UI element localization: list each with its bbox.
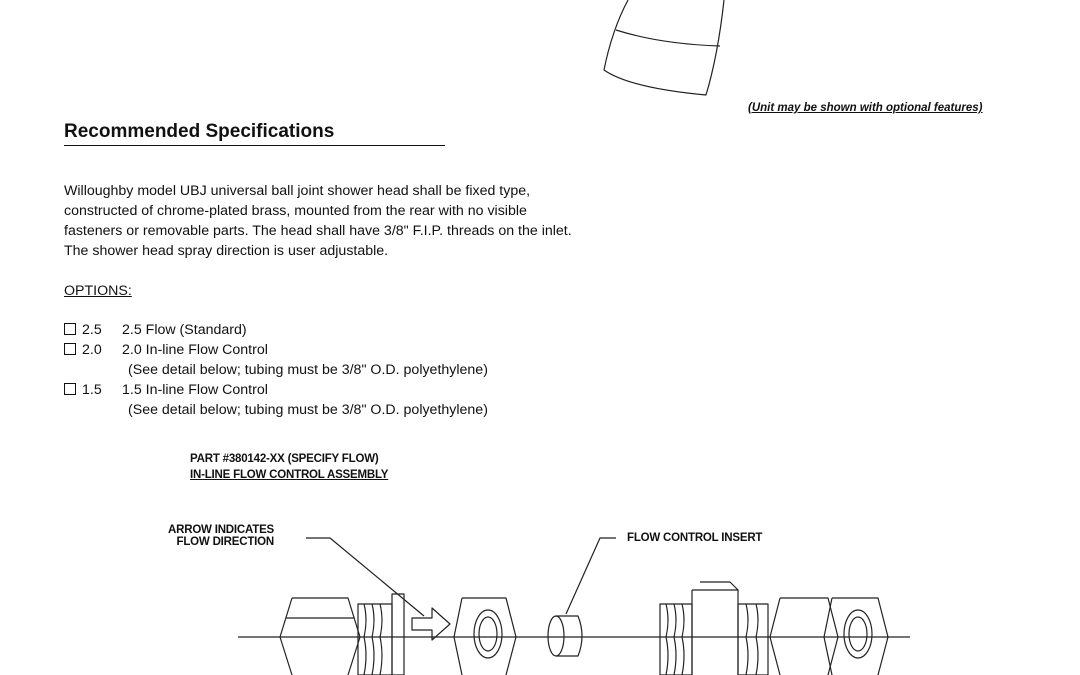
paragraph-line: fasteners or removable parts. The head s… (64, 223, 572, 239)
option-label: 2.0 In-line Flow Control (122, 342, 268, 358)
arrow-direction-label: ARROW INDICATES FLOW DIRECTION (168, 524, 274, 548)
option-code: 2.5 (82, 322, 102, 338)
option-item-2-5[interactable]: 2.5 2.5 Flow (Standard) (64, 320, 488, 340)
options-list: 2.5 2.5 Flow (Standard) 2.0 2.0 In-line Fl… (64, 320, 488, 420)
paragraph-line: constructed of chrome-plated brass, moun… (64, 203, 527, 219)
left-hex-fitting-drawing (453, 597, 517, 675)
section-heading: Recommended Specifications (64, 121, 335, 142)
shower-head-drawing (603, 0, 725, 96)
paragraph-line: Willoughby model UBJ universal ball join… (64, 183, 531, 199)
checkbox-icon[interactable] (64, 343, 76, 355)
flow-control-insert-drawing (547, 615, 583, 657)
option-label: 1.5 In-line Flow Control (122, 382, 268, 398)
figure-caption: (Unit may be shown with optional feature… (748, 102, 983, 114)
option-item-1-5[interactable]: 1.5 1.5 In-line Flow Control (64, 380, 488, 400)
checkbox-icon[interactable] (64, 323, 76, 335)
flow-control-insert-label: FLOW CONTROL INSERT (627, 532, 763, 544)
assembly-title: IN-LINE FLOW CONTROL ASSEMBLY (190, 469, 389, 481)
left-compression-nut-drawing (279, 597, 361, 675)
arrow-label-line: FLOW DIRECTION (176, 536, 275, 548)
option-note: (See detail below; tubing must be 3/8" O… (128, 402, 488, 418)
insert-label-leader-line (565, 537, 616, 615)
part-number-label: PART #380142-XX (SPECIFY FLOW) (190, 453, 379, 465)
checkbox-icon[interactable] (64, 383, 76, 395)
arrow-label-line: ARROW INDICATES (168, 524, 275, 536)
option-code: 2.0 (82, 342, 102, 358)
option-label: 2.5 Flow (Standard) (122, 322, 247, 338)
arrow-label-leader-line (306, 537, 425, 617)
specification-paragraph: Willoughby model UBJ universal ball join… (64, 181, 704, 261)
option-item-2-0[interactable]: 2.0 2.0 In-line Flow Control (64, 340, 488, 360)
option-note: (See detail below; tubing must be 3/8" O… (128, 362, 488, 378)
right-fitting-assembly-drawing (659, 581, 889, 675)
left-threaded-body-drawing (357, 593, 405, 675)
heading-underline (64, 145, 445, 146)
options-title: OPTIONS: (64, 283, 132, 299)
option-code: 1.5 (82, 382, 102, 398)
flow-direction-arrow-drawing (411, 607, 451, 641)
paragraph-line: The shower head spray direction is user … (64, 243, 389, 259)
